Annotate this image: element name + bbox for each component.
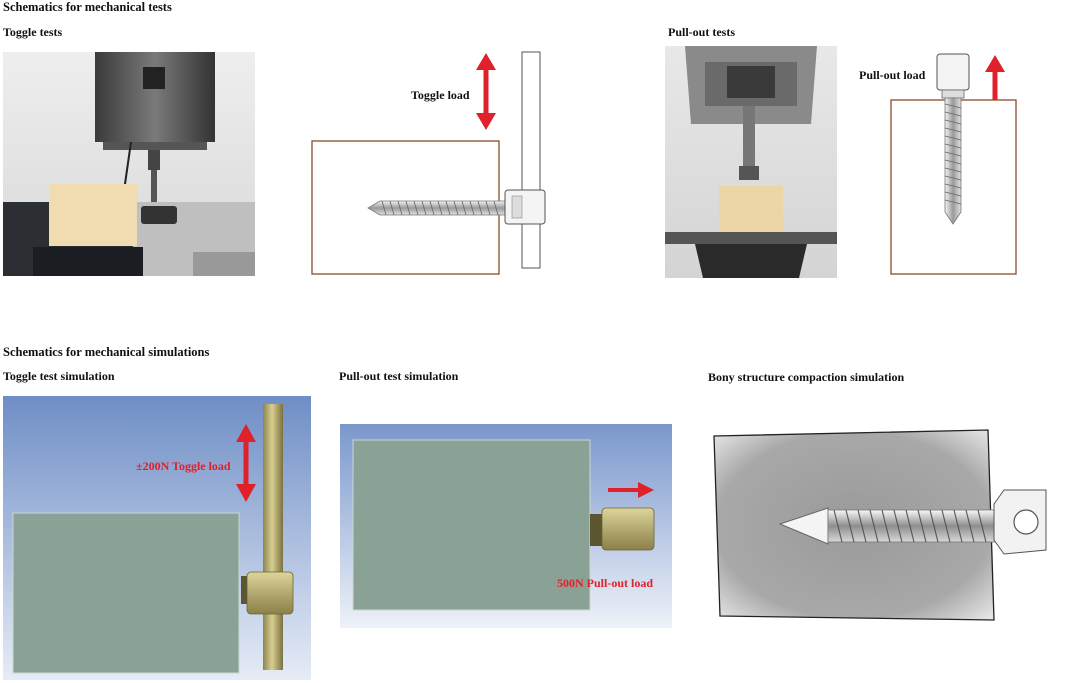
simulations-section-title: Schematics for mechanical simulations — [3, 345, 210, 359]
sim-toggle-load-label: ±200N Toggle load — [136, 459, 231, 473]
pullout-load-arrow — [985, 55, 1005, 100]
toggle-load-label: Toggle load — [411, 88, 470, 102]
pullout-tests-title: Pull-out tests — [668, 25, 735, 39]
pullout-load-label: Pull-out load — [859, 68, 926, 82]
sim-pullout-arrow — [608, 482, 654, 498]
toggle-load-arrow — [476, 53, 496, 130]
toggle-test-photo — [3, 52, 255, 276]
compaction-sim-panel — [708, 420, 1050, 630]
toggle-test-schematic — [300, 48, 560, 278]
toggle-sim-title: Toggle test simulation — [3, 369, 115, 383]
sim-toggle-arrow — [236, 424, 256, 502]
tests-section-title: Schematics for mechanical tests — [3, 0, 172, 14]
sim-bone-block — [12, 512, 240, 674]
pullout-sim-title: Pull-out test simulation — [339, 369, 459, 383]
sim-pullout-load-label: 500N Pull-out load — [557, 576, 654, 590]
pullout-sim-panel — [340, 424, 672, 628]
pullout-test-schematic — [888, 52, 1018, 278]
pullout-test-photo — [665, 46, 837, 278]
compaction-sim-title: Bony structure compaction simulation — [708, 370, 905, 384]
toggle-sim-panel — [3, 396, 311, 680]
toggle-tests-title: Toggle tests — [3, 25, 63, 39]
